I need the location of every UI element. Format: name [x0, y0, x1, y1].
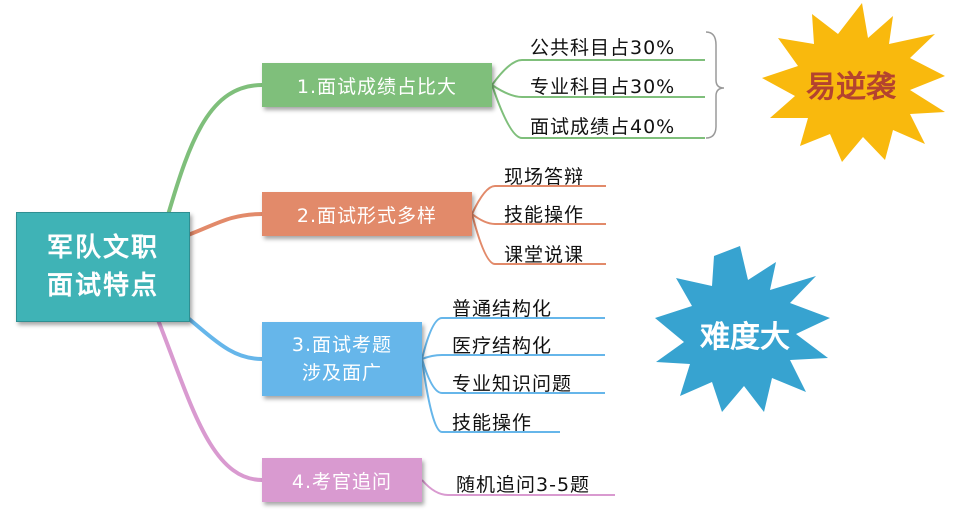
connector-4: [156, 319, 263, 482]
burst-yellow-label: 易逆袭: [806, 70, 896, 105]
leaf-1-3: 面试成绩占40%: [530, 116, 676, 138]
leaf-3-3: 专业知识问题: [452, 373, 573, 395]
branch-4-node: 4.考官追问: [262, 458, 422, 502]
connector-2: [187, 212, 263, 237]
burst-yellow: [762, 3, 945, 162]
branch-2-node: 2.面试形式多样: [262, 192, 472, 236]
leaf-3-4: 技能操作: [452, 412, 533, 434]
connector-1: [166, 83, 263, 216]
branch-3-leaf-lines: [421, 317, 605, 433]
leaf-4-1: 随机追问3-5题: [456, 474, 591, 496]
leaf-2-3: 课堂说课: [504, 244, 585, 266]
burst-blue: [655, 246, 830, 412]
root-title-line1: 军队文职: [46, 233, 159, 263]
branch-2-leaf-lines: [471, 185, 606, 265]
branch-1-brace: [705, 31, 725, 139]
leaf-2-1: 现场答辩: [504, 166, 585, 188]
branch-1-node: 1.面试成绩占比大: [262, 63, 492, 107]
leaf-1-1: 公共科目占30%: [530, 37, 676, 59]
leaf-2-2: 技能操作: [504, 204, 585, 226]
root-title-line2: 面试特点: [46, 271, 159, 301]
branch-3-node: 3.面试考题 涉及面广: [262, 322, 422, 396]
branch-4-leaf-lines: [421, 479, 615, 496]
branch-1-leaf-lines: [491, 59, 705, 139]
burst-blue-label: 难度大: [700, 320, 790, 355]
leaf-1-2: 专业科目占30%: [530, 76, 676, 98]
leaf-3-1: 普通结构化: [452, 298, 553, 320]
branch-3-label-line1: 3.面试考题: [291, 334, 393, 356]
leaf-3-2: 医疗结构化: [452, 335, 553, 357]
root-node: 军队文职 面试特点: [16, 212, 190, 322]
branch-3-label-line2: 涉及面广: [301, 362, 382, 384]
connector-3: [186, 316, 263, 361]
